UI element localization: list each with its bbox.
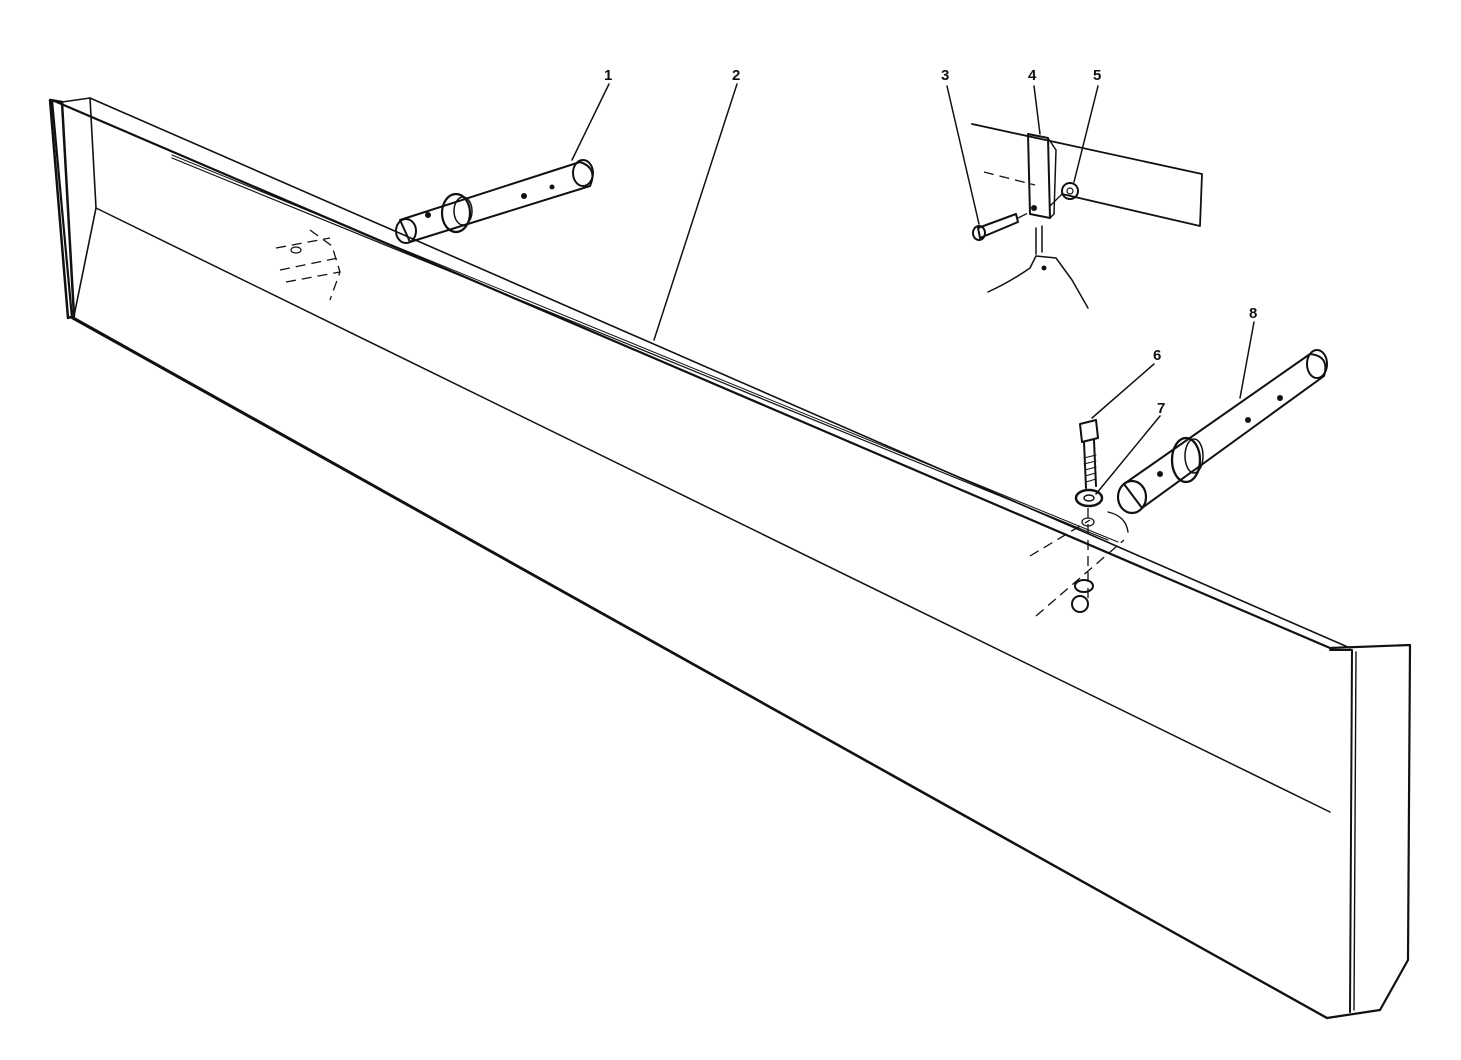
leader-1 (571, 83, 610, 161)
callout-2: 2 (732, 67, 740, 84)
washer (1074, 488, 1104, 508)
leader-4 (1033, 85, 1041, 135)
callout-6: 6 (1153, 347, 1161, 364)
pin-right (1116, 349, 1328, 515)
leader-5 (1073, 85, 1099, 183)
leader-8 (1239, 321, 1255, 399)
callout-labels: 1 2 3 4 5 6 7 8 (604, 67, 1257, 417)
bolt (1079, 419, 1099, 489)
callout-1: 1 (604, 67, 612, 84)
pin-left (395, 159, 594, 244)
leader-7 (1095, 415, 1161, 495)
callout-7: 7 (1157, 400, 1165, 417)
leader-2 (653, 83, 738, 341)
leader-lines (571, 83, 1255, 495)
callout-3: 3 (941, 67, 949, 84)
beam (48, 97, 1412, 1020)
callout-5: 5 (1093, 67, 1101, 84)
leader-6 (1091, 363, 1155, 419)
hidden-mount-left (275, 229, 341, 301)
leader-3 (946, 85, 980, 225)
callout-4: 4 (1028, 67, 1037, 84)
bracket-inset (971, 123, 1203, 309)
callout-8: 8 (1249, 305, 1257, 322)
hidden-fastener-path (1029, 508, 1129, 617)
